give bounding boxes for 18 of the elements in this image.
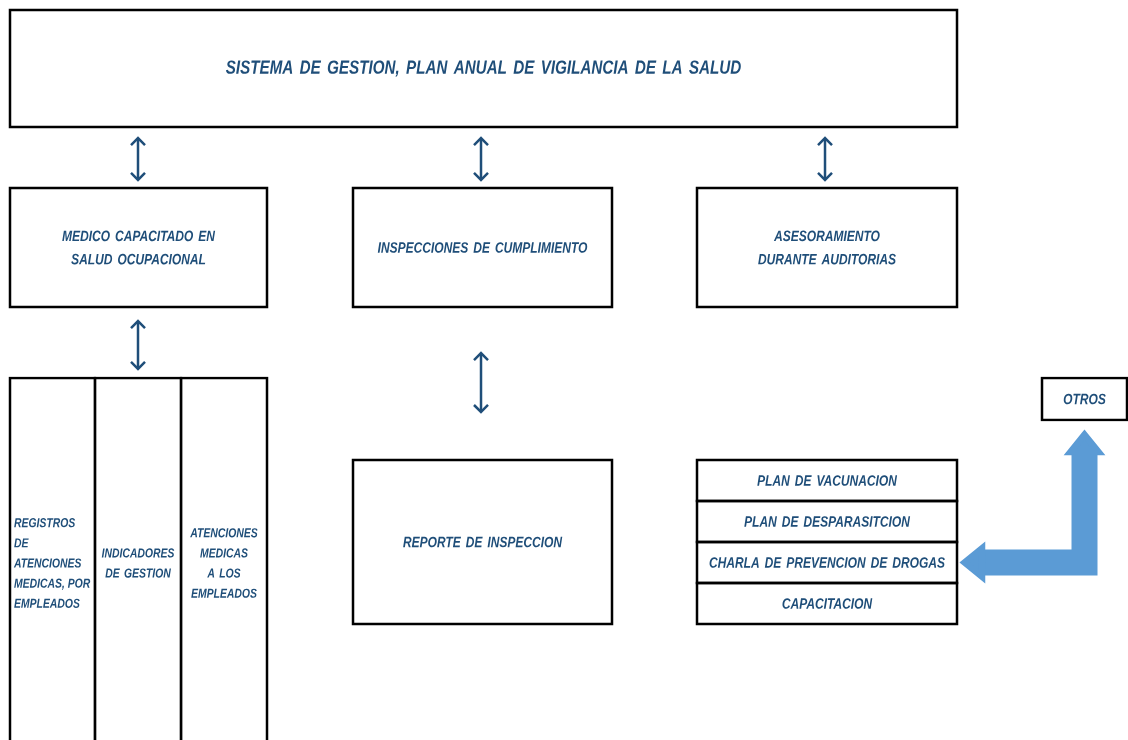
process-box: MEDICO CAPACITADO EN SALUD OCUPACIONAL <box>8 186 269 309</box>
title-box: SISTEMA DE GESTION, PLAN ANUAL DE VIGILANCIA DE LA SALUD <box>8 8 959 129</box>
process-box: ASESORAMIENTO DURANTE AUDITORIAS <box>695 186 959 309</box>
process-box: INSPECCIONES DE CUMPLIMIENTO <box>351 186 614 309</box>
double-arrow <box>130 319 146 371</box>
list-item-box: PLAN DE VACUNACION <box>695 458 959 503</box>
process-box: REPORTE DE INSPECCION <box>351 458 614 626</box>
double-arrow <box>130 136 146 182</box>
list-item-box: OTROS <box>1040 376 1128 422</box>
column-box: INDICADORES DE GESTION <box>93 376 183 740</box>
column-box: REGISTROS DE ATENCIONES MEDICAS, POR EMPLEADOS <box>8 376 97 740</box>
list-item-box: CAPACITACION <box>695 581 959 626</box>
list-item-box: CHARLA DE PREVENCION DE DROGAS <box>695 540 959 585</box>
double-arrow <box>473 351 489 414</box>
double-arrow <box>817 136 833 182</box>
double-arrow <box>473 136 489 182</box>
list-item-box: PLAN DE DESPARASITCION <box>695 499 959 544</box>
column-box: ATENCIONES MEDICAS A LOS EMPLEADOS <box>179 376 269 740</box>
